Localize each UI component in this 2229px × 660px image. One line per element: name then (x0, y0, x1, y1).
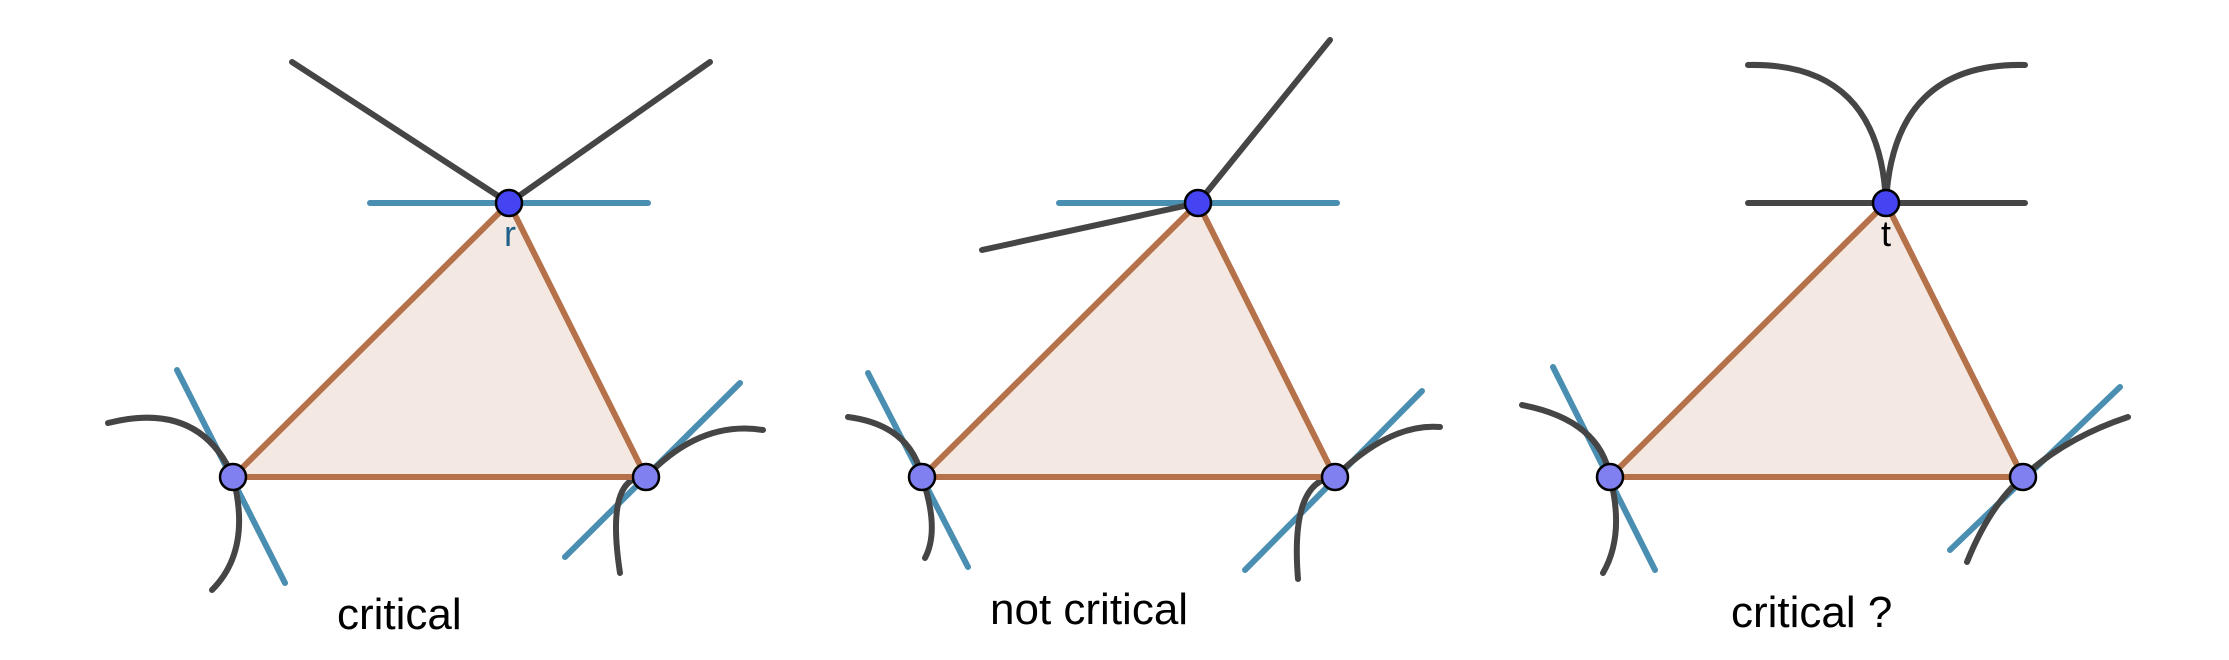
apex-point (494, 188, 524, 218)
panel-caption: critical ? (1731, 588, 1892, 637)
right-vertex-point (631, 462, 661, 492)
right-vertex-point (1320, 462, 1350, 492)
panel-caption: critical (337, 590, 462, 639)
curve-branch-apex-right (1195, 37, 1333, 206)
triangle-fill (922, 203, 1335, 477)
curve-arc-right (613, 425, 766, 576)
panel-caption: not critical (990, 585, 1188, 634)
curve-branch-apex-right (506, 59, 713, 206)
triangle-edge-right (1883, 200, 2026, 480)
curve-arc-apex-left (1745, 61, 1889, 206)
triangle-edge-left (1607, 200, 1889, 480)
curve-arc-apex-right (1883, 61, 2028, 206)
left-vertex-point (907, 462, 937, 492)
panel-critical-question: t critical ? (1519, 61, 2131, 637)
panel-critical: r critical (105, 59, 766, 639)
panel-not-critical: not critical (845, 37, 1443, 634)
curve-arc-left (105, 414, 243, 593)
curve-branch-apex-left (289, 59, 512, 206)
triangle-edge-left (230, 200, 512, 480)
triangle-edge-right (506, 200, 649, 480)
apex-point (1183, 188, 1213, 218)
apex-label: r (504, 213, 516, 254)
left-vertex-point (218, 462, 248, 492)
apex-point (1871, 188, 1901, 218)
triangle-edge-right (1195, 200, 1338, 480)
curve-branch-apex-left (979, 200, 1201, 253)
triangle-edge-left (919, 200, 1201, 480)
apex-label: t (1881, 213, 1891, 254)
right-vertex-point (2008, 462, 2038, 492)
left-vertex-point (1595, 462, 1625, 492)
triangle-fill (233, 203, 646, 477)
triangle-fill (1610, 203, 2023, 477)
curve-arc-left (1519, 402, 1620, 576)
